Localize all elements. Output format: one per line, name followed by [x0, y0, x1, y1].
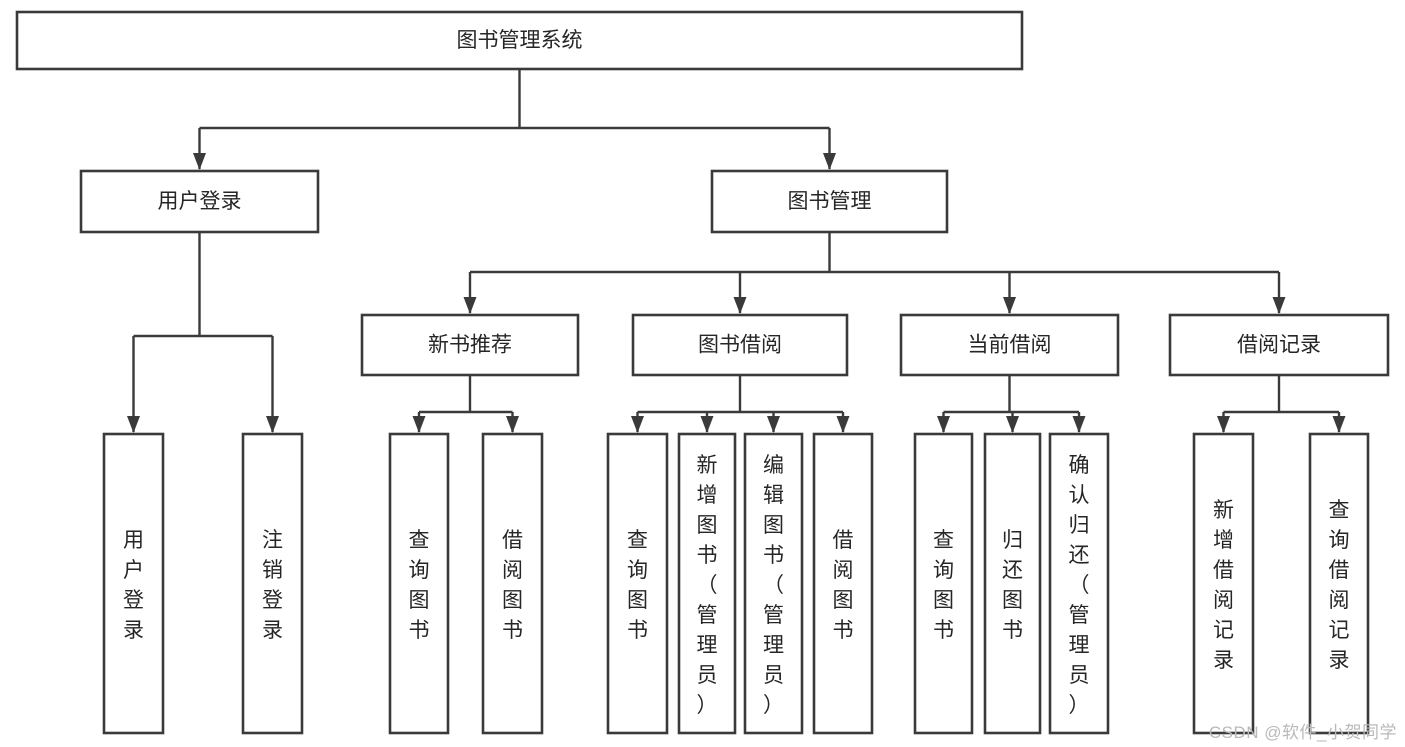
node-leaf-1[interactable]: 注销登录	[241, 432, 304, 735]
node-box-借阅图书[interactable]	[812, 432, 874, 735]
node-label-查询图书: 查询图书	[409, 529, 430, 642]
node-leaf-10[interactable]: 确认归还（管理员）	[1048, 432, 1110, 735]
arrow-head-mgmt-child-0	[463, 297, 477, 314]
connector-layer	[127, 69, 1346, 433]
node-label-当前借阅: 当前借阅	[968, 334, 1052, 357]
arrow-head-leaf-0-0	[127, 416, 140, 433]
node-box-当前借阅[interactable]	[899, 313, 1120, 377]
node-label-图书管理: 图书管理	[788, 190, 872, 213]
node-label-注销登录: 注销登录	[262, 529, 283, 642]
node-box-图书借阅[interactable]	[631, 313, 849, 377]
node-box-归还图书[interactable]	[983, 432, 1042, 735]
node-label-新增借阅记录: 新增借阅记录	[1213, 499, 1234, 672]
node-level3-1[interactable]: 图书借阅	[631, 313, 849, 377]
node-leaf-12[interactable]: 查询借阅记录	[1308, 432, 1370, 735]
arrow-head-leaf-1-1	[506, 416, 519, 433]
node-label-用户登录: 用户登录	[123, 529, 144, 642]
arrow-head-mgmt-child-3	[1272, 297, 1286, 314]
node-label-查询图书: 查询图书	[627, 529, 648, 642]
node-leaf-11[interactable]: 新增借阅记录	[1192, 432, 1255, 735]
arrow-head-leaf-2-3	[836, 416, 850, 433]
node-box-用户登录[interactable]	[79, 169, 320, 234]
node-label-借阅记录: 借阅记录	[1237, 334, 1321, 357]
node-leaf-9[interactable]: 归还图书	[983, 432, 1042, 735]
arrow-head-leaf-4-0	[1217, 416, 1230, 433]
node-label-用户登录: 用户登录	[158, 190, 242, 213]
node-root-0[interactable]: 图书管理系统	[15, 10, 1024, 71]
arrow-head-root-child-0	[193, 153, 206, 170]
node-box-新增借阅记录[interactable]	[1192, 432, 1255, 735]
node-level2-0[interactable]: 用户登录	[79, 169, 320, 234]
node-label-查询图书: 查询图书	[933, 529, 954, 642]
arrow-head-leaf-2-2	[767, 416, 780, 433]
arrow-head-leaf-0-1	[266, 416, 279, 433]
arrow-head-mgmt-child-1	[733, 297, 747, 314]
arrow-head-leaf-3-2	[1072, 416, 1086, 433]
node-level3-3[interactable]: 借阅记录	[1168, 313, 1390, 377]
node-box-注销登录[interactable]	[241, 432, 304, 735]
node-label-借阅图书: 借阅图书	[502, 529, 523, 642]
node-box-借阅图书[interactable]	[481, 432, 544, 735]
node-label-查询借阅记录: 查询借阅记录	[1329, 499, 1350, 672]
node-label-新增图书管理员: 新增图书（管理员）	[697, 454, 718, 717]
arrow-head-leaf-4-1	[1332, 416, 1346, 433]
arrow-head-leaf-3-0	[937, 416, 950, 433]
node-level3-2[interactable]: 当前借阅	[899, 313, 1120, 377]
arrow-head-leaf-2-1	[700, 416, 714, 433]
node-label-借阅图书: 借阅图书	[833, 529, 854, 642]
csdn-watermark: CSDN @软件_小贺同学	[1208, 723, 1397, 742]
node-leaf-2[interactable]: 查询图书	[388, 432, 450, 735]
node-box-新增图书管理员[interactable]	[677, 432, 737, 735]
node-leaf-3[interactable]: 借阅图书	[481, 432, 544, 735]
node-leaf-8[interactable]: 查询图书	[913, 432, 974, 735]
node-label-归还图书: 归还图书	[1002, 529, 1023, 642]
node-label-确认归还管理员: 确认归还（管理员）	[1069, 454, 1090, 717]
node-box-查询图书[interactable]	[606, 432, 669, 735]
node-box-图书管理[interactable]	[710, 169, 949, 234]
node-box-编辑图书管理员[interactable]	[743, 432, 804, 735]
node-level2-1[interactable]: 图书管理	[710, 169, 949, 234]
node-box-查询图书[interactable]	[388, 432, 450, 735]
node-leaf-6[interactable]: 编辑图书（管理员）	[743, 432, 804, 735]
node-box-用户登录[interactable]	[102, 432, 165, 735]
node-leaf-0[interactable]: 用户登录	[102, 432, 165, 735]
arrow-head-mgmt-child-2	[1003, 297, 1016, 314]
node-box-图书管理系统[interactable]	[15, 10, 1024, 71]
node-label-图书管理系统: 图书管理系统	[457, 29, 583, 52]
arrow-head-leaf-1-0	[412, 416, 426, 433]
node-label-编辑图书管理员: 编辑图书（管理员）	[763, 454, 784, 717]
arrow-head-leaf-3-1	[1006, 416, 1019, 433]
arrow-head-leaf-2-0	[631, 416, 644, 433]
node-layer: 图书管理系统用户登录图书管理新书推荐图书借阅当前借阅借阅记录用户登录注销登录查询…	[15, 10, 1390, 735]
node-box-新书推荐[interactable]	[360, 313, 580, 377]
node-level3-0[interactable]: 新书推荐	[360, 313, 580, 377]
node-label-图书借阅: 图书借阅	[698, 334, 782, 357]
node-leaf-4[interactable]: 查询图书	[606, 432, 669, 735]
arrow-head-root-child-1	[823, 153, 836, 170]
node-box-借阅记录[interactable]	[1168, 313, 1390, 377]
node-leaf-7[interactable]: 借阅图书	[812, 432, 874, 735]
node-box-确认归还管理员[interactable]	[1048, 432, 1110, 735]
node-leaf-5[interactable]: 新增图书（管理员）	[677, 432, 737, 735]
node-box-查询图书[interactable]	[913, 432, 974, 735]
node-box-查询借阅记录[interactable]	[1308, 432, 1370, 735]
node-label-新书推荐: 新书推荐	[428, 334, 512, 357]
